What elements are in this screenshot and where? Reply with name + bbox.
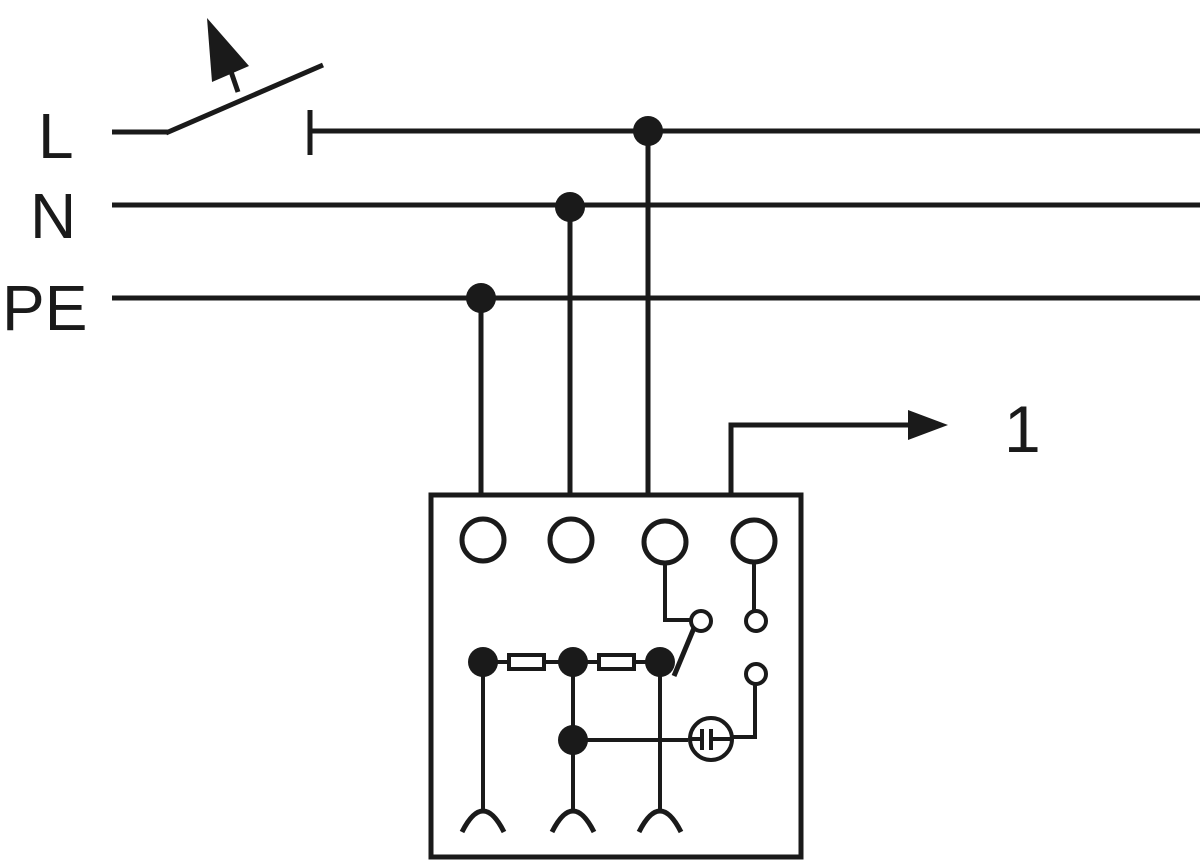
output-wire <box>728 422 912 493</box>
terminal-out <box>730 517 778 565</box>
terminal-n <box>547 516 595 564</box>
label-l: L <box>38 100 74 172</box>
internal-wire-lamp <box>733 684 757 739</box>
switch-symbol <box>112 18 324 155</box>
junction-dot-l <box>633 116 663 146</box>
internal-wire-l <box>663 563 690 622</box>
output-arc-3 <box>636 808 684 834</box>
resistor-1 <box>507 653 546 671</box>
arrow-right-icon <box>908 410 948 440</box>
device-box <box>428 492 804 860</box>
label-pe: PE <box>2 272 87 344</box>
switch-blade <box>671 627 697 677</box>
terminal-l <box>641 518 689 566</box>
label-n: N <box>30 180 76 252</box>
output-arc-2 <box>549 808 597 834</box>
junction-dot-pe <box>466 283 496 313</box>
neon-lamp-icon <box>688 716 734 762</box>
output-arc-1 <box>459 808 507 834</box>
contact-upper-left <box>689 609 713 633</box>
resistor-2 <box>597 653 636 671</box>
contact-upper-right <box>744 609 768 633</box>
output-label: 1 <box>1004 392 1041 466</box>
terminal-pe <box>459 516 507 564</box>
junction-dot-n <box>555 192 585 222</box>
contact-lower-right <box>744 662 768 686</box>
